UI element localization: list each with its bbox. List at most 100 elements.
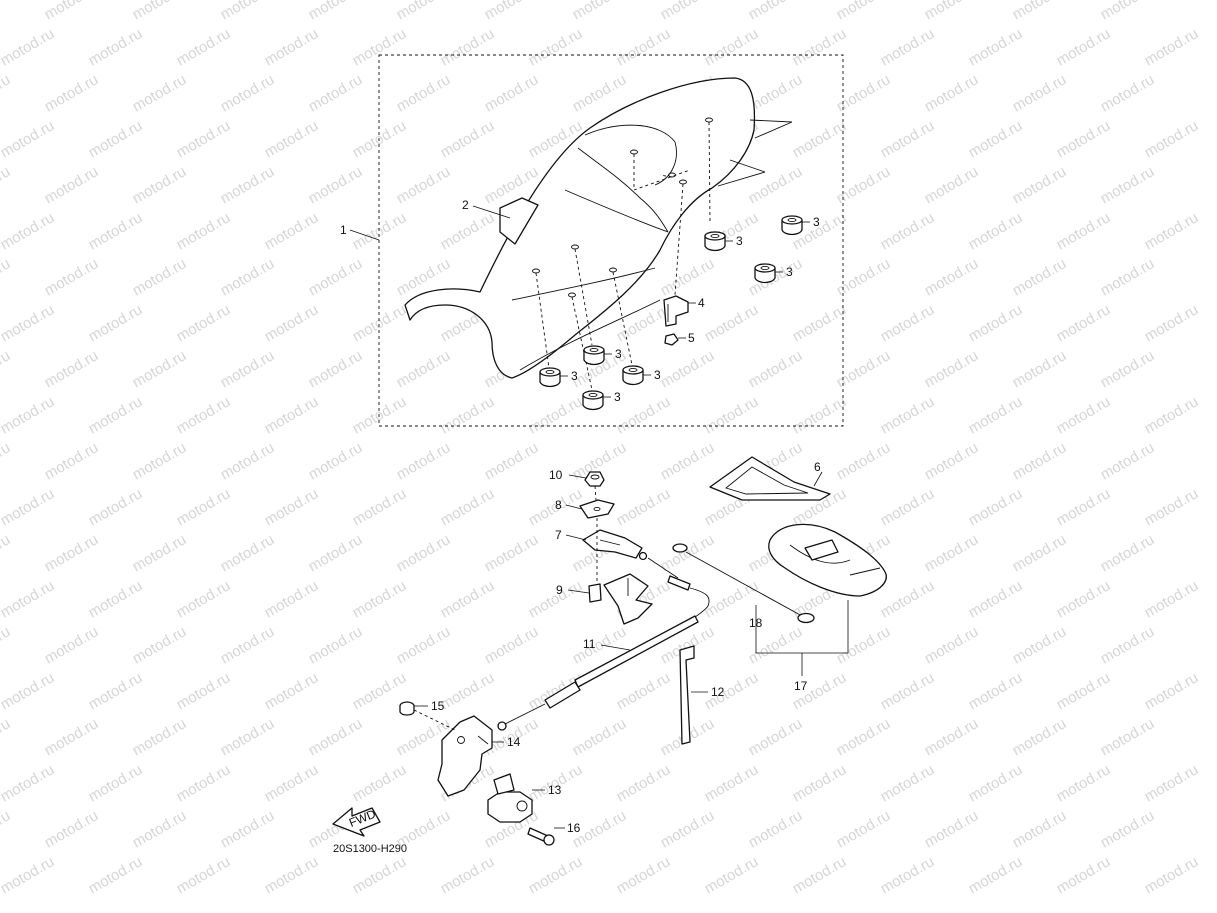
watermark-text: motod.ru [0, 531, 13, 575]
watermark-text: motod.ru [438, 393, 498, 437]
watermark-text: motod.ru [0, 71, 13, 115]
watermark-text: motod.ru [42, 623, 102, 667]
callout-3: 3 [571, 369, 578, 383]
watermark-text: motod.ru [438, 209, 498, 253]
watermark-text: motod.ru [1054, 761, 1114, 805]
watermark-text: motod.ru [922, 163, 982, 207]
damper [583, 345, 605, 366]
watermark-text: motod.ru [966, 577, 1026, 621]
watermark-text: motod.ru [130, 715, 190, 759]
watermark-text: motod.ru [130, 623, 190, 667]
watermark-text: motod.ru [174, 209, 234, 253]
callout-9: 9 [556, 583, 563, 597]
callout-5: 5 [688, 331, 695, 345]
watermark-text: motod.ru [86, 577, 146, 621]
watermark-text: motod.ru [438, 577, 498, 621]
watermark-text: motod.ru [42, 347, 102, 391]
watermark-text: motod.ru [306, 71, 366, 115]
watermark-text: motod.ru [0, 393, 57, 437]
watermark-text: motod.ru [1142, 669, 1202, 713]
watermark-text: motod.ru [218, 255, 278, 299]
watermark-text: motod.ru [482, 439, 542, 483]
watermark-text: motod.ru [658, 0, 718, 23]
watermark-text: motod.ru [526, 25, 586, 69]
watermark-text: motod.ru [570, 0, 630, 23]
watermark-text: motod.ru [834, 0, 894, 23]
watermark-text: motod.ru [922, 715, 982, 759]
watermark-text: motod.ru [1142, 485, 1202, 529]
watermark-text: motod.ru [922, 255, 982, 299]
cable-holder [487, 773, 533, 823]
watermark-text: motod.ru [966, 485, 1026, 529]
watermark-text: motod.ru [482, 71, 542, 115]
watermark-text: motod.ru [834, 807, 894, 851]
watermark-text: motod.ru [0, 485, 57, 529]
watermark-text: motod.ru [746, 807, 806, 851]
watermark-text: motod.ru [1098, 347, 1158, 391]
watermark-text: motod.ru [42, 71, 102, 115]
watermark-text: motod.ru [922, 347, 982, 391]
watermark-text: motod.ru [86, 301, 146, 345]
watermark-text: motod.ru [614, 761, 674, 805]
watermark-text: motod.ru [394, 531, 454, 575]
watermark-text: motod.ru [790, 117, 850, 161]
watermark-text: motod.ru [1142, 853, 1202, 897]
watermark-text: motod.ru [1054, 25, 1114, 69]
watermark-text: motod.ru [1010, 807, 1070, 851]
damper-group [539, 215, 803, 411]
watermark-text: motod.ru [86, 393, 146, 437]
watermark-text: motod.ru [174, 117, 234, 161]
watermark-text: motod.ru [350, 853, 410, 897]
watermark-text: motod.ru [966, 669, 1026, 713]
watermark-text: motod.ru [394, 71, 454, 115]
watermark-text: motod.ru [218, 531, 278, 575]
watermark-text: motod.ru [130, 531, 190, 575]
watermark-text: motod.ru [614, 485, 674, 529]
watermark-text: motod.ru [306, 623, 366, 667]
watermark-text: motod.ru [1098, 439, 1158, 483]
watermark-text: motod.ru [1010, 71, 1070, 115]
watermark-text: motod.ru [790, 853, 850, 897]
watermark-text: motod.ru [1098, 623, 1158, 667]
watermark-text: motod.ru [922, 71, 982, 115]
leader-lines [349, 205, 823, 829]
watermark-text: motod.ru [42, 163, 102, 207]
watermark-text: motod.ru [0, 623, 13, 667]
watermark-text: motod.ru [1142, 761, 1202, 805]
lock-housing [603, 573, 653, 625]
callout-3: 3 [615, 347, 622, 361]
watermark-text: motod.ru [834, 715, 894, 759]
watermark-text: motod.ru [658, 347, 718, 391]
watermark-text: motod.ru [262, 209, 322, 253]
watermark-text: motod.ru [0, 25, 57, 69]
callout-16: 16 [567, 821, 581, 835]
watermark-text: motod.ru [86, 485, 146, 529]
watermark-text: motod.ru [394, 0, 454, 23]
watermark-text: motod.ru [1142, 117, 1202, 161]
watermark-text: motod.ru [42, 439, 102, 483]
watermark-text: motod.ru [0, 761, 57, 805]
damper [704, 231, 726, 252]
watermark-text: motod.ru [174, 301, 234, 345]
watermark-text: motod.ru [482, 623, 542, 667]
watermark-text: motod.ru [482, 0, 542, 23]
watermark-text: motod.ru [614, 25, 674, 69]
watermark-text: motod.ru [790, 301, 850, 345]
seat [404, 77, 793, 391]
watermark-text: motod.ru [262, 117, 322, 161]
watermark-text: motod.ru [174, 761, 234, 805]
callout-14: 14 [507, 735, 521, 749]
watermark-text: motod.ru [1054, 853, 1114, 897]
watermark-text: motod.ru [1010, 715, 1070, 759]
damper [539, 367, 561, 388]
damper [582, 390, 604, 411]
watermark-text: motod.ru [262, 393, 322, 437]
watermark-text: motod.ru [482, 531, 542, 575]
watermark-text: motod.ru [878, 301, 938, 345]
watermark-text: motod.ru [1098, 715, 1158, 759]
watermark-text: motod.ru [394, 163, 454, 207]
watermark-text: motod.ru [1142, 25, 1202, 69]
watermark-text: motod.ru [658, 531, 718, 575]
watermark-text: motod.ru [218, 0, 278, 23]
watermark-text: motod.ru [438, 485, 498, 529]
